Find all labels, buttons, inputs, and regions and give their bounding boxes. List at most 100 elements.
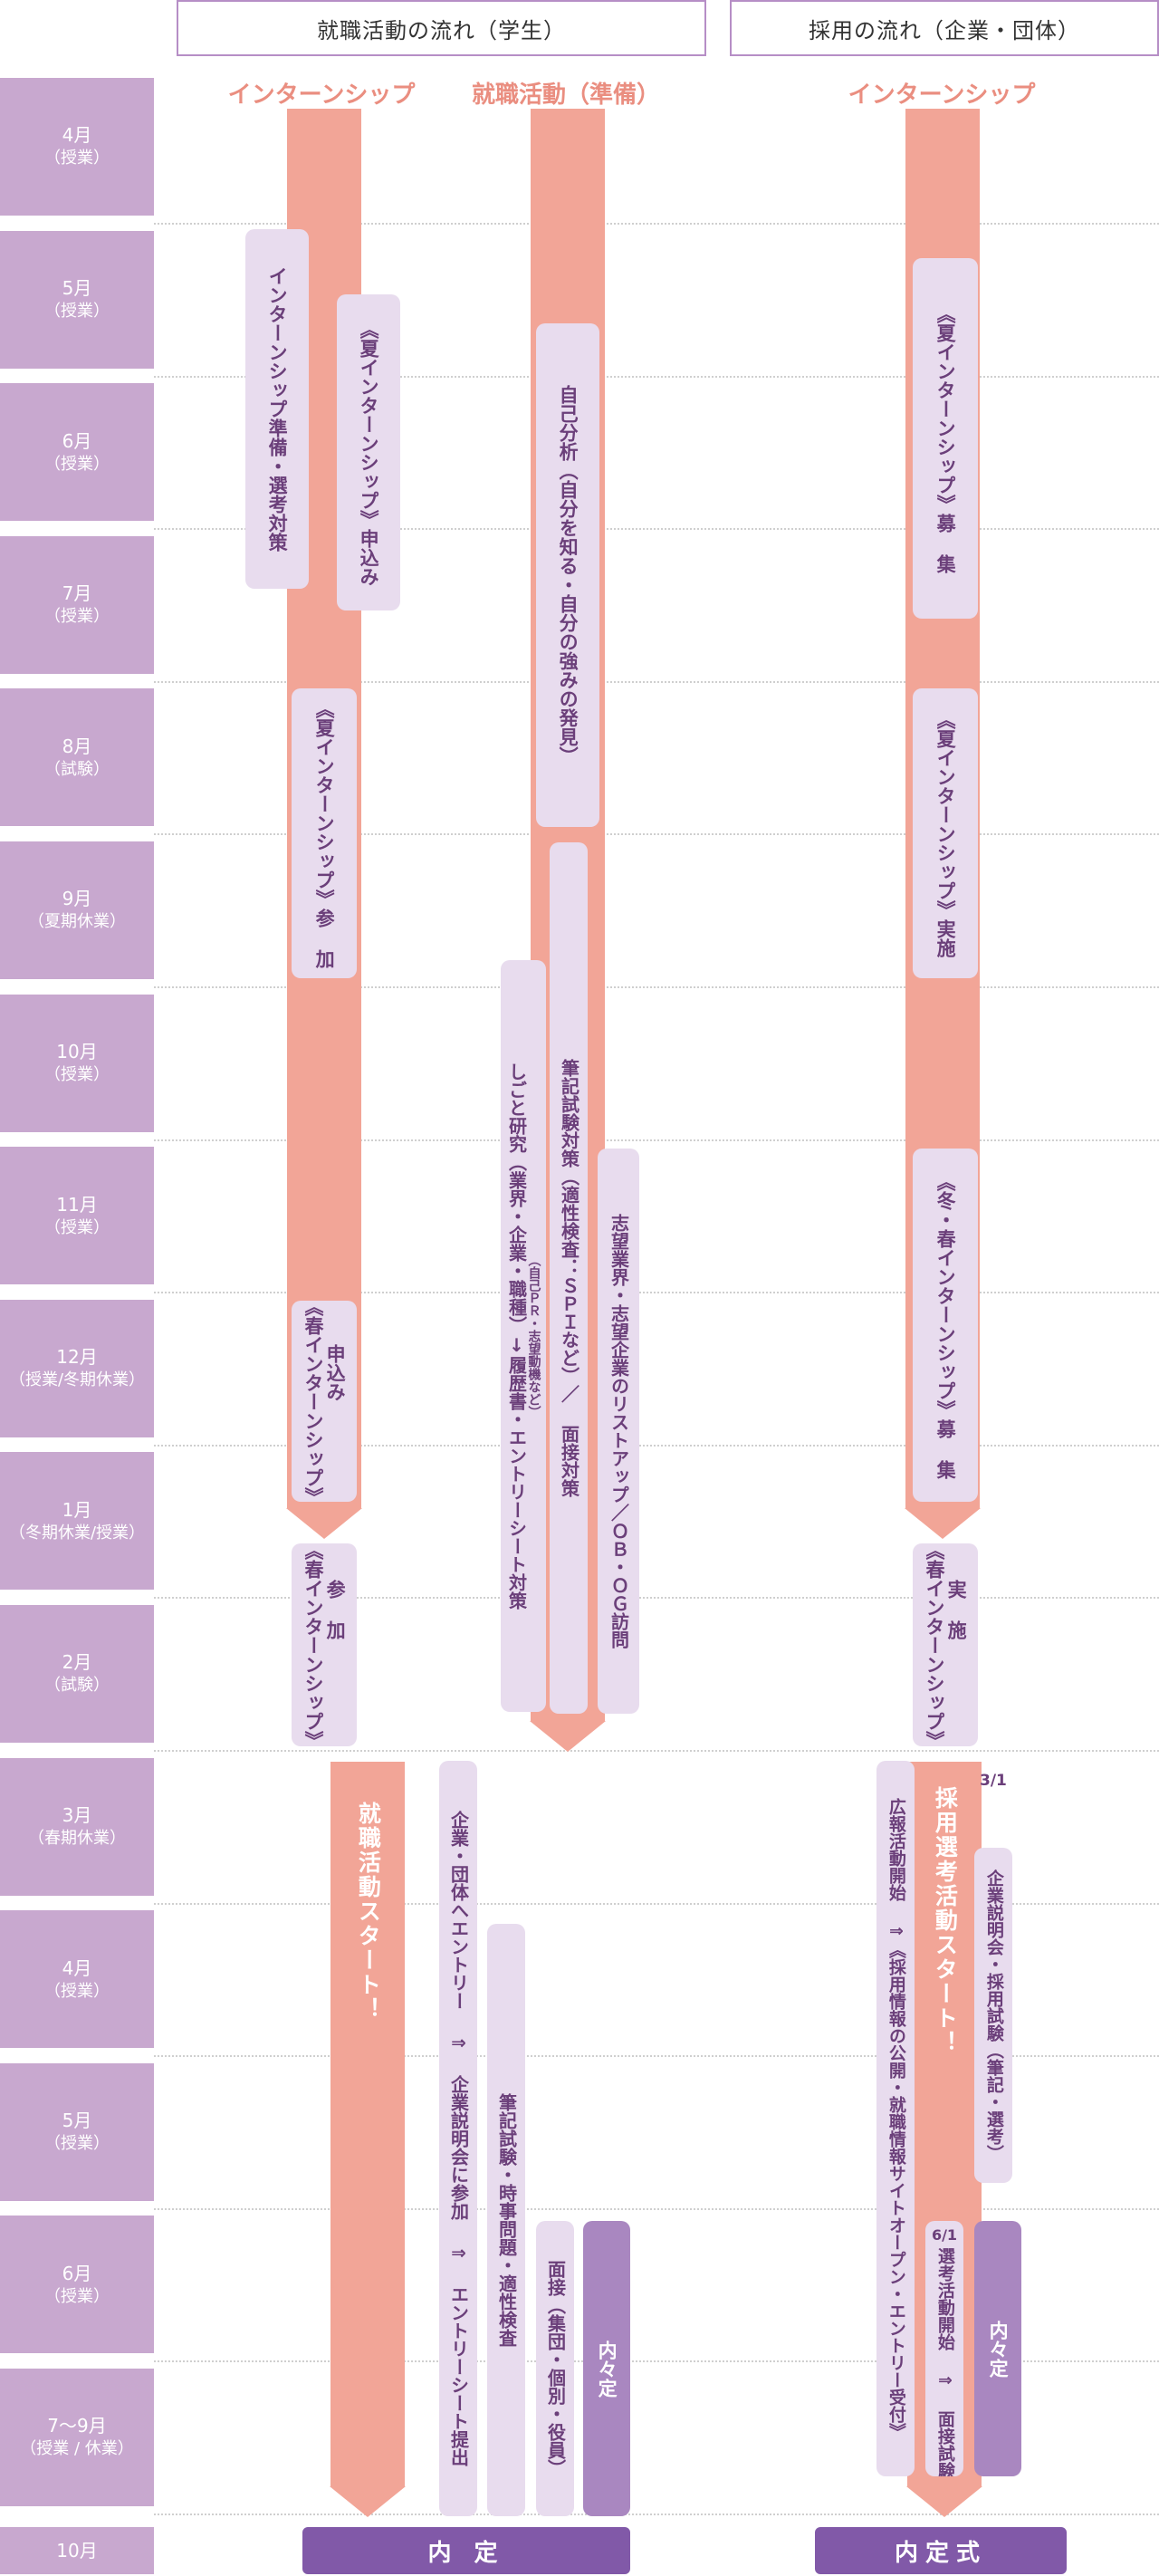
month-sub: （授業） — [44, 2134, 110, 2154]
self-analysis-label: 自己分析（自分を知る・自分の強みの発見） — [557, 385, 580, 765]
job-research-small-label: （自己ＰＲ・志望動機など） — [526, 1254, 541, 1418]
month-label: 6月（授業） — [0, 383, 154, 522]
pr-start-box: 広報活動開始 ⇒《採用情報の公開・就職情報サイトオープン・エントリー受付》 — [876, 1761, 915, 2476]
date-6-1: 6/1 — [931, 2226, 958, 2244]
interview-label: 面接（集団・個別・役員） — [544, 2260, 567, 2477]
exam-label: 筆記試験・時事問題・適性検査 — [495, 2093, 518, 2347]
written-test-label: 筆記試験対策（適性検査：ＳＰＩなど）／ 面接対策 — [558, 1059, 580, 1497]
month-label: 11月（授業） — [0, 1147, 154, 1285]
month-label: 3月（春期休業） — [0, 1757, 154, 1896]
month-label: 12月（授業/冬期休業） — [0, 1299, 154, 1437]
month-name: 10月 — [56, 1040, 98, 1062]
selection-box: 6/1 選考活動開始 ⇒ 面接試験 — [925, 2221, 963, 2476]
exam-box: 筆記試験・時事問題・適性検査 — [487, 1924, 525, 2516]
month-separator — [154, 2207, 1159, 2210]
month-sub: （春期休業） — [28, 1828, 126, 1848]
spring-exec-label-a: 《春インターンシップ》 — [924, 1543, 945, 1746]
month-name: 10月 — [56, 2539, 98, 2562]
spring-join-label-a: 《春インターンシップ》 — [302, 1543, 324, 1746]
spring-exec-box: 《春インターンシップ》 実 施 — [913, 1543, 978, 1746]
target-list-box: 志望業界・志望企業のリストアップ／ＯＢ・ＯＧ訪問 — [598, 1149, 639, 1714]
month-separator — [154, 528, 1159, 531]
job-start-arrow-shaft — [330, 1762, 405, 2486]
month-name: 7～9月 — [47, 2415, 107, 2437]
winter-recruit-label: 《冬・春インターンシップ》募 集 — [934, 1171, 957, 1479]
month-separator — [154, 375, 1159, 378]
summer-exec-label: 《夏インターンシップ》実施 — [934, 709, 957, 957]
internship-arrow-head — [286, 1508, 362, 1539]
month-separator — [154, 1597, 1159, 1600]
month-name: 8月 — [62, 735, 92, 757]
month-label: 7～9月（授業 / 休業） — [0, 2369, 154, 2506]
selection-label: 選考活動開始 ⇒ 面接試験 — [934, 2247, 955, 2476]
company-naiteii-box: 内々定 — [974, 2221, 1021, 2476]
briefing-box: 企業説明会・採用試験（筆記・選考） — [974, 1848, 1012, 2183]
summer-recruit-box: 《夏インターンシップ》募 集 — [913, 258, 978, 619]
job-research-box: しごと研究（業界・企業・職種）↓履歴書・エントリーシート対策 （自己ＰＲ・志望動… — [501, 960, 546, 1712]
month-sub: （授業） — [44, 1981, 110, 2001]
month-sub: （授業/冬期休業） — [8, 1370, 146, 1390]
spring-apply-box: 《春インターンシップ》 申込み — [292, 1301, 357, 1502]
company-flow-header: 採用の流れ（企業・団体） — [730, 0, 1159, 56]
month-separator — [154, 2514, 1159, 2515]
month-label: 4月 （授業） — [0, 78, 154, 216]
month-label: 2月（試験） — [0, 1605, 154, 1743]
spring-join-label-b: 参 加 — [324, 1580, 347, 1639]
summer-join-label: 《夏インターンシップ》参 加 — [313, 698, 336, 968]
month-name: 6月 — [62, 2262, 92, 2284]
intern-prep-box: インターンシップ準備・選考対策 — [245, 229, 309, 589]
month-name: 4月 — [62, 124, 92, 147]
target-list-label: 志望業界・志望企業のリストアップ／ＯＢ・ＯＧ訪問 — [608, 1214, 630, 1648]
month-sub: （試験） — [44, 1676, 110, 1696]
month-sub: （授業） — [44, 149, 110, 168]
student-flow-header: 就職活動の流れ（学生） — [177, 0, 706, 56]
prep-arrow-head — [530, 1721, 606, 1752]
naitei-bar: 内 定 — [302, 2527, 630, 2574]
month-name: 4月 — [62, 1956, 92, 1979]
recruit-start-label: 採用選考活動スタート！ — [932, 1785, 959, 2055]
intern-prep-label: インターンシップ準備・選考対策 — [266, 266, 289, 552]
spring-exec-label-b: 実 施 — [945, 1580, 968, 1639]
summer-join-box: 《夏インターンシップ》参 加 — [292, 688, 357, 978]
month-label: 6月（授業） — [0, 2216, 154, 2354]
month-name: 1月 — [62, 1498, 92, 1521]
month-sub: （授業） — [44, 454, 110, 474]
spring-apply-label-b: 申込み — [324, 1344, 347, 1401]
month-separator — [154, 223, 1159, 225]
month-sub: （試験） — [44, 759, 110, 779]
month-label: 7月（授業） — [0, 535, 154, 674]
recruit-arrow-head — [906, 2486, 982, 2517]
job-start-label-box: 就職活動スタート！ — [330, 1775, 405, 2047]
month-label: 5月（授業） — [0, 230, 154, 369]
month-name: 7月 — [62, 582, 92, 605]
spring-apply-label-a: 《春インターンシップ》 — [302, 1301, 324, 1502]
internship-column-title: インターンシップ — [227, 81, 416, 109]
month-separator — [154, 1139, 1159, 1141]
month-separator — [154, 833, 1159, 836]
month-separator — [154, 1902, 1159, 1905]
job-start-label: 就職活動スタート！ — [355, 1801, 382, 2022]
month-sub: （授業） — [44, 301, 110, 321]
winter-recruit-box: 《冬・春インターンシップ》募 集 — [913, 1149, 978, 1502]
company-internship-column-title: インターンシップ — [848, 81, 1036, 109]
entry-box: 企業・団体へエントリー ⇒ 企業説明会に参加 ⇒ エントリーシート提出 — [439, 1761, 477, 2516]
month-sub: （授業） — [44, 2286, 110, 2306]
month-sub: （授業） — [44, 607, 110, 627]
month-separator — [154, 986, 1159, 988]
month-sub: （授業） — [44, 1217, 110, 1237]
entry-label: 企業・団体へエントリー ⇒ 企業説明会に参加 ⇒ エントリーシート提出 — [447, 1811, 470, 2466]
date-3-1: 3/1 — [980, 1772, 1007, 1790]
summer-apply-box: 《夏インターンシップ》申込み — [337, 294, 400, 610]
job-research-label: しごと研究（業界・企業・職種）↓履歴書・エントリーシート対策 — [505, 1062, 528, 1610]
month-name: 3月 — [62, 1803, 92, 1826]
month-separator — [154, 1444, 1159, 1447]
naiteii-label: 内々定 — [596, 2340, 618, 2398]
naiteii-box: 内々定 — [583, 2221, 630, 2516]
month-separator — [154, 2360, 1159, 2363]
month-separator — [154, 680, 1159, 683]
month-name: 5月 — [62, 276, 92, 299]
month-separator — [154, 2055, 1159, 2058]
spring-join-box: 《春インターンシップ》 参 加 — [292, 1543, 357, 1746]
month-name: 11月 — [56, 1193, 98, 1216]
month-separator — [154, 1292, 1159, 1294]
